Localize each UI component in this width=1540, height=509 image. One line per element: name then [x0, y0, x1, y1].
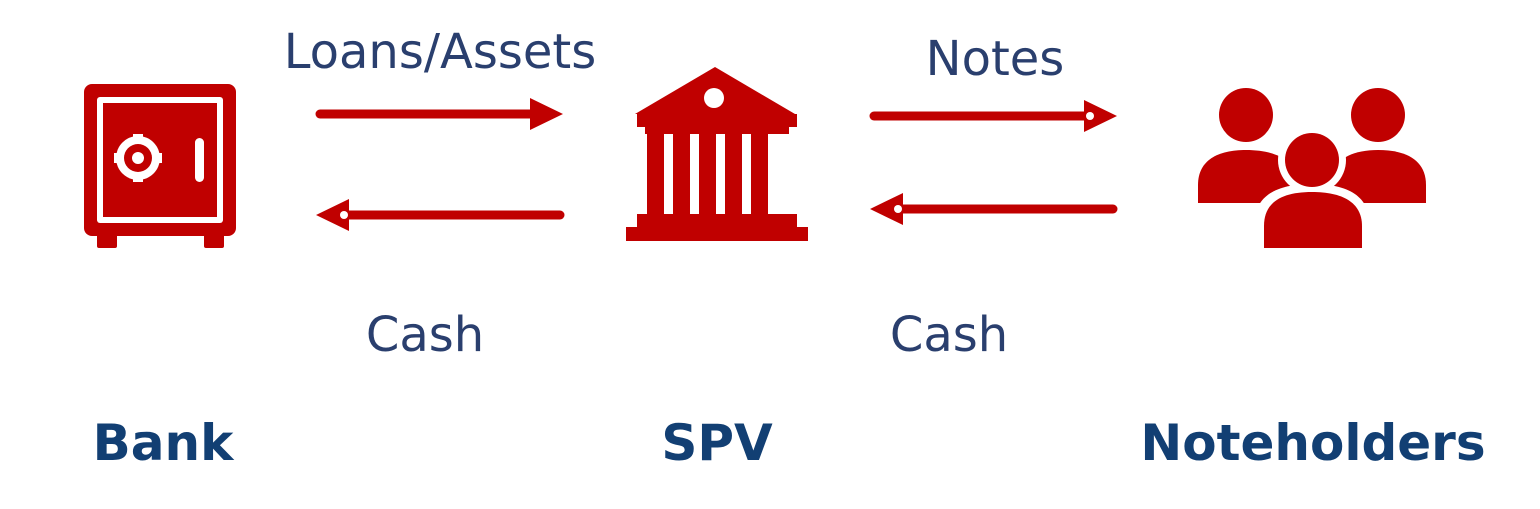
institution-building-icon: [626, 67, 808, 241]
entity-label-noteholders: Noteholders: [1140, 414, 1486, 472]
people-group-icon: [1198, 88, 1426, 250]
arrow-bank-to-spv: [315, 98, 563, 130]
flow-label-loans-assets: Loans/Assets: [283, 24, 597, 80]
arrow-spv-to-noteholders: [869, 100, 1117, 132]
flow-label-cash-to-spv: Cash: [889, 307, 1009, 363]
flow-label-cash-to-bank: Cash: [365, 307, 485, 363]
safe-icon: [84, 84, 236, 248]
arrow-noteholders-to-spv: [870, 193, 1118, 225]
arrow-spv-to-bank: [316, 199, 565, 231]
entity-label-spv: SPV: [661, 414, 773, 472]
flow-label-notes: Notes: [925, 31, 1065, 87]
entity-label-bank: Bank: [92, 414, 234, 472]
